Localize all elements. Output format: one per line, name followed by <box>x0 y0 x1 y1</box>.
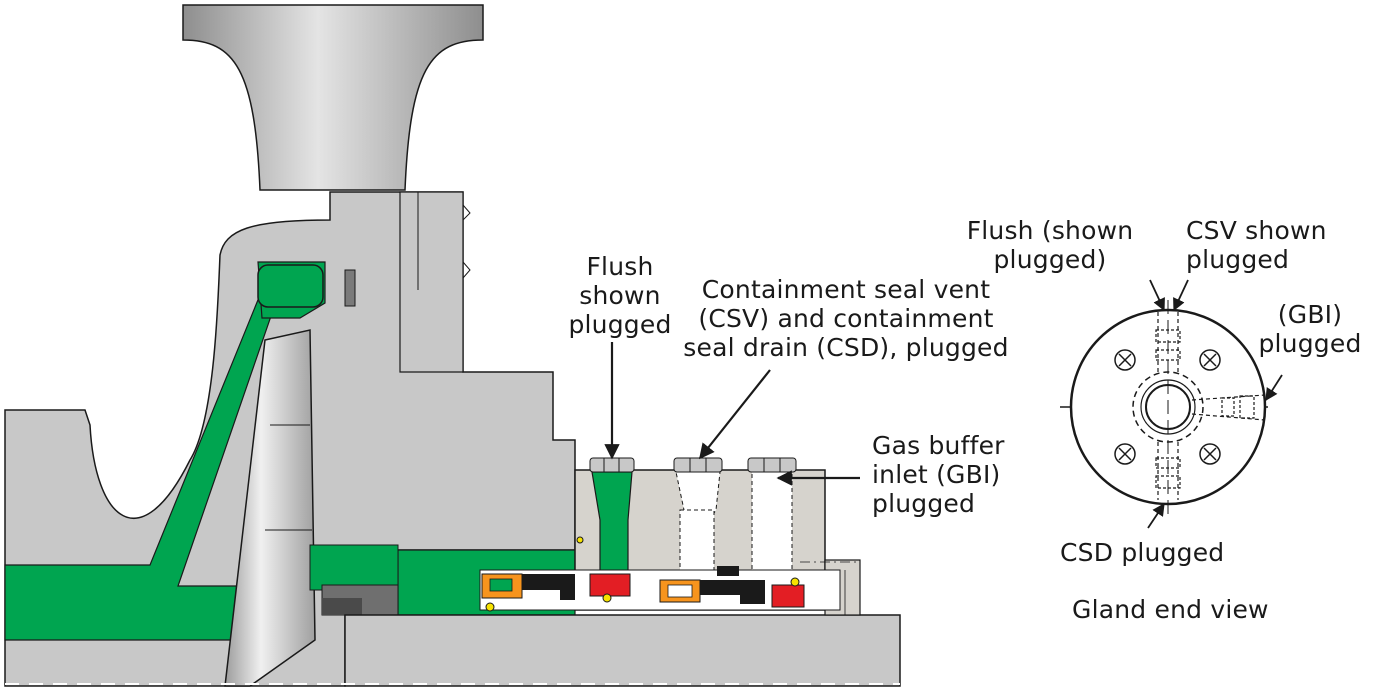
containment-seal-red <box>771 584 805 608</box>
gland-end-view <box>1060 279 1283 529</box>
csv-csd-label: Containment seal vent (CSV) and containm… <box>683 275 1009 362</box>
o-ring-top <box>257 264 324 308</box>
gbi-plug-head <box>747 457 797 473</box>
bolt-hole <box>1114 349 1221 465</box>
gland-end-view-caption: Gland end view <box>1072 595 1269 624</box>
flush-plug-head <box>589 457 635 473</box>
csd-end-arrow <box>1147 502 1165 529</box>
primary-seal-red <box>589 573 631 597</box>
casing-step <box>399 191 464 373</box>
gbi-port <box>751 471 793 583</box>
csv-end-arrow <box>1173 279 1189 312</box>
csd-end-label: CSD plugged <box>1060 538 1225 567</box>
shaft-sleeve <box>344 614 901 687</box>
flush-end-arrow <box>1149 279 1165 312</box>
spring <box>489 578 513 592</box>
gbi-end-label: (GBI) plugged <box>1258 300 1362 358</box>
gbi-label: Gas buffer inlet (GBI) plugged <box>872 431 1005 518</box>
flush-label: Flush shown plugged <box>568 252 672 339</box>
csv-plug-head <box>673 457 723 473</box>
csv-end-label: CSV shown plugged <box>1186 216 1327 274</box>
flush-end-label: Flush (shown plugged) <box>966 216 1134 274</box>
seal-face-black-2 <box>700 580 765 604</box>
csv-csd-arrow <box>699 369 771 460</box>
gbi-end-arrow <box>1265 374 1283 402</box>
flush-passage <box>4 289 306 641</box>
seal-face-black <box>522 574 575 600</box>
dark-insert <box>344 269 356 307</box>
nozzle-flange <box>182 4 484 191</box>
shaft <box>224 329 316 687</box>
gland-assembly <box>479 457 861 616</box>
